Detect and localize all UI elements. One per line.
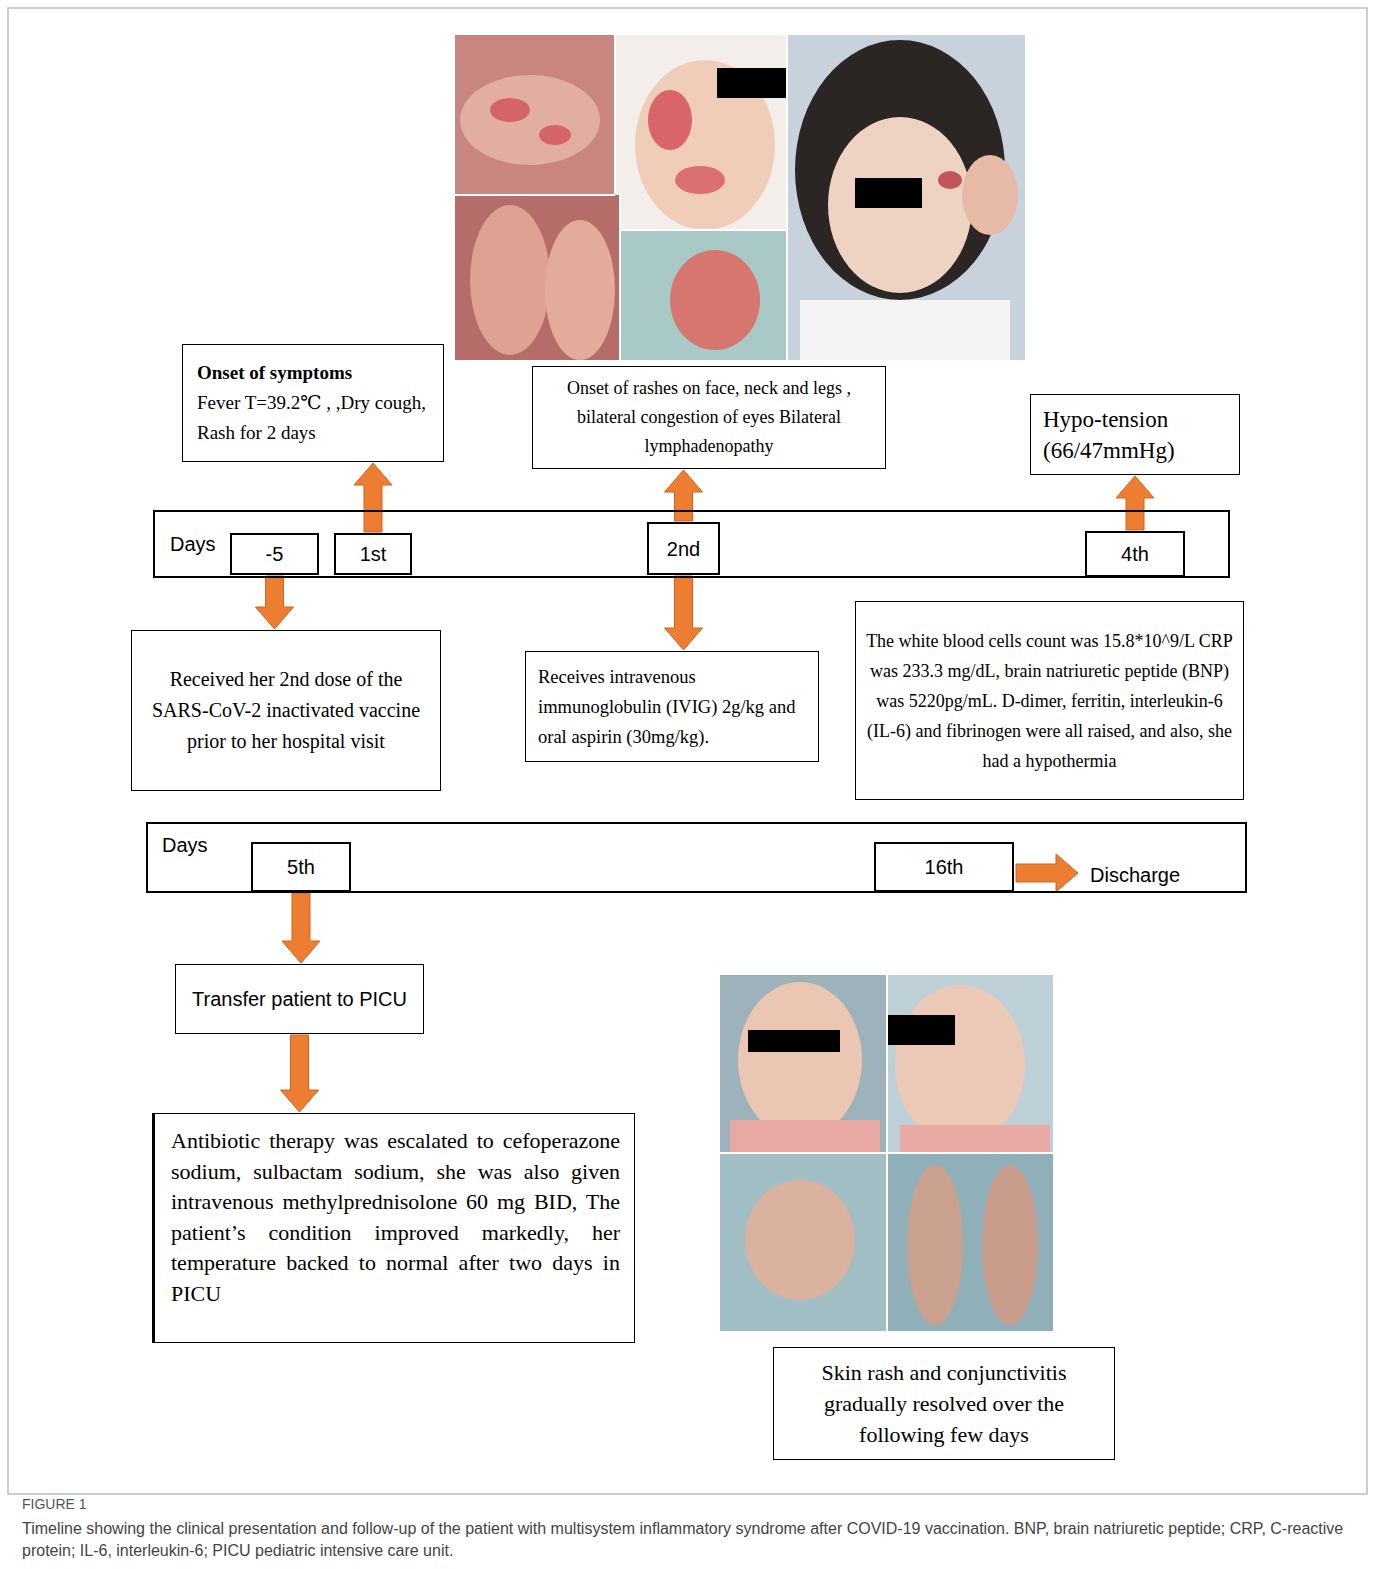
day-box: 16th (874, 842, 1014, 892)
box-text: 5th (287, 854, 315, 880)
photo-face (887, 975, 1053, 1153)
photo-eye (938, 171, 962, 189)
block-arrow (665, 576, 703, 650)
box-text: -5 (266, 541, 284, 567)
photo-collage-top (455, 35, 1025, 360)
photo-hand-bed (720, 1153, 887, 1331)
photo-girl (787, 35, 1025, 360)
photo-arm (907, 1165, 963, 1325)
photo-divider (720, 1152, 1053, 1154)
photo-divider (620, 229, 787, 231)
timeline-band: Days -5 1st 2nd 4th (153, 510, 1230, 578)
box-text: Onset of rashes on face, neck and legs ,… (539, 374, 879, 461)
redaction-bar (887, 1015, 955, 1045)
photo-pajamas (800, 300, 1010, 360)
box-text: Received her 2nd dose of the SARS-CoV-2 … (146, 664, 426, 757)
figure-caption: Timeline showing the clinical presentati… (22, 1518, 1354, 1562)
photo-arm (460, 75, 600, 165)
block-arrow (665, 470, 703, 521)
block-arrow (256, 576, 294, 629)
block-arrow (281, 1035, 319, 1112)
band-label: Discharge (1090, 864, 1180, 887)
figure-frame (8, 8, 1367, 1494)
discharge-arrow (1016, 854, 1078, 892)
day-box: 1st (334, 533, 412, 575)
figure-number: FIGURE 1 (22, 1496, 87, 1512)
photo-collage-bottom (720, 975, 1053, 1331)
box-text: Fever T=39.2℃ , ,Dry cough, Rash for 2 d… (197, 388, 433, 448)
photo-rash (539, 125, 571, 145)
box-text: The white blood cells count was 15.8*10^… (864, 626, 1235, 776)
photo-face-skin (738, 982, 862, 1138)
event-box: Onset of symptomsFever T=39.2℃ , ,Dry co… (182, 344, 444, 462)
photo-rash (675, 166, 725, 194)
event-box: Hypo-tension (66/47mmHg) (1030, 394, 1240, 475)
day-box: 4th (1085, 531, 1185, 577)
redaction-bar (717, 68, 787, 98)
photo-divider (455, 194, 615, 196)
block-arrow (1116, 476, 1154, 530)
photo-divider (786, 35, 788, 360)
lab-results-box: The white blood cells count was 15.8*10^… (855, 601, 1244, 800)
box-text: 4th (1121, 541, 1149, 567)
treatment-box: Receives intravenous immunoglobulin (IVI… (525, 651, 819, 762)
day-box: -5 (230, 533, 319, 575)
timeline-band: DaysDischarge 5th 16th (146, 822, 1247, 893)
photo-arms-bed (887, 1153, 1053, 1331)
block-arrow (354, 463, 392, 532)
day-box: 2nd (647, 522, 720, 575)
photo-rash (490, 98, 530, 122)
box-text: Transfer patient to PICU (184, 984, 415, 1014)
box-text: 16th (925, 854, 964, 880)
photo-face (720, 975, 887, 1153)
event-box: Received her 2nd dose of the SARS-CoV-2 … (131, 630, 441, 791)
block-arrow (282, 893, 320, 963)
day-box: 5th (251, 842, 351, 892)
event-box: Transfer patient to PICU (175, 964, 424, 1034)
photo-arm-rash (455, 35, 615, 195)
photo-face (615, 35, 787, 230)
box-text: Skin rash and conjunctivitis gradually r… (784, 1357, 1104, 1450)
box-text: Receives intravenous immunoglobulin (IVI… (538, 662, 806, 752)
box-text: 2nd (667, 536, 700, 562)
photo-hand (962, 155, 1018, 235)
treatment-box: Antibiotic therapy was escalated to cefo… (152, 1113, 635, 1343)
band-label: Days (170, 533, 216, 556)
photo-hand-bed (620, 230, 787, 360)
photo-shirt (900, 1125, 1050, 1153)
box-text: 1st (360, 541, 387, 567)
photo-divider (619, 195, 621, 360)
box-text: Hypo-tension (66/47mmHg) (1043, 404, 1227, 466)
photo-face-skin (828, 117, 972, 293)
photo-hand (670, 250, 760, 350)
photo-legs-rash (455, 195, 620, 360)
photo-shirt (730, 1120, 880, 1153)
photo-rash (648, 90, 692, 150)
photo-arm (982, 1165, 1038, 1325)
outcome-box: Skin rash and conjunctivitis gradually r… (773, 1347, 1115, 1460)
band-label: Days (162, 834, 208, 857)
box-heading: Onset of symptoms (197, 358, 433, 388)
redaction-bar (855, 178, 922, 208)
redaction-bar (748, 1030, 840, 1052)
photo-face-skin (895, 985, 1025, 1145)
photo-divider (614, 35, 616, 195)
photo-leg (470, 205, 550, 355)
photo-leg (545, 220, 615, 360)
event-box: Onset of rashes on face, neck and legs ,… (532, 366, 886, 469)
photo-hand (745, 1180, 855, 1300)
box-text: Antibiotic therapy was escalated to cefo… (171, 1126, 620, 1309)
